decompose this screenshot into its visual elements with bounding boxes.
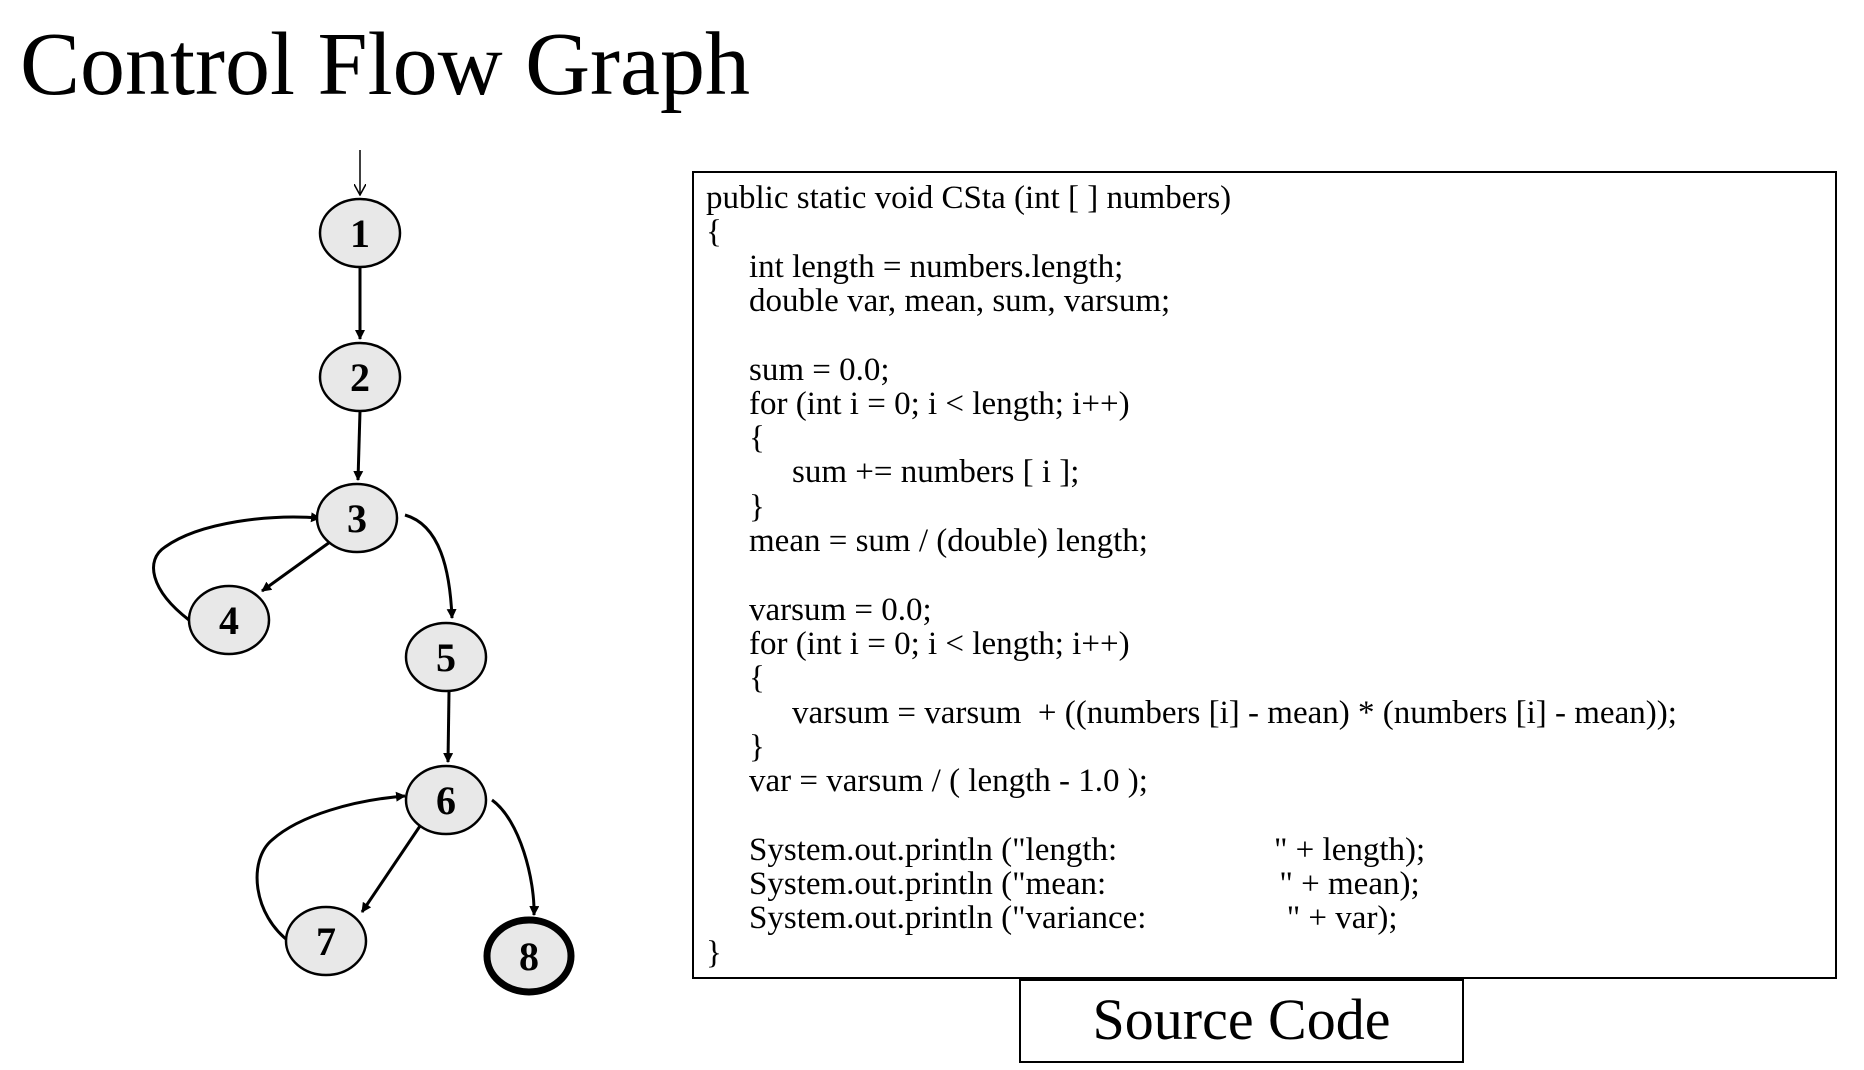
code-line: { [749, 660, 765, 697]
edge-3-to-4 [261, 540, 331, 593]
node-circle [404, 764, 488, 836]
node-label: 3 [347, 496, 367, 541]
edge-6-to-8 [491, 798, 540, 916]
code-line: varsum = varsum + ((numbers [i] - mean) … [792, 694, 1677, 731]
edge-5-to-6 [443, 691, 454, 763]
code-line: for (int i = 0; i < length; i++) [749, 625, 1130, 662]
code-line: double var, mean, sum, varsum; [749, 282, 1171, 319]
node-label: 1 [350, 211, 370, 256]
node-label: 7 [316, 919, 336, 964]
node-label: 6 [436, 778, 456, 823]
control-flow-graph: 1 2 3 4 5 6 7 8 [152, 150, 575, 996]
node-label: 2 [350, 355, 370, 400]
code-line: public static void CSta (int [ ] numbers… [706, 180, 1232, 216]
edge-6-to-7 [360, 825, 422, 913]
edge-3-to-5 [404, 513, 457, 619]
node-circle [187, 584, 271, 656]
graph-node-6: 6 [404, 764, 488, 836]
code-line: int length = numbers.length; [749, 248, 1124, 285]
code-line: } [749, 488, 765, 525]
code-line: var = varsum / ( length - 1.0 ); [749, 763, 1148, 800]
graph-node-2: 2 [318, 341, 402, 413]
graph-node-3: 3 [315, 482, 399, 554]
code-line: { [749, 420, 765, 457]
code-line: sum = 0.0; [749, 351, 890, 388]
node-label: 8 [519, 934, 539, 979]
source-code-caption: Source Code [1019, 979, 1464, 1063]
code-line: System.out.println ("length: " + length)… [749, 831, 1426, 868]
code-line: System.out.println ("variance: " + var); [749, 900, 1398, 937]
edge-7-to-6 [255, 791, 406, 945]
edge-4-to-3 [152, 512, 321, 622]
code-line: } [749, 728, 765, 765]
edge-2-to-3 [353, 410, 364, 481]
node-label: 5 [436, 635, 456, 680]
code-line: } [706, 934, 722, 971]
node-circle [284, 905, 368, 977]
page-title: Control Flow Graph [20, 15, 750, 114]
node-circle [318, 197, 402, 269]
code-line: for (int i = 0; i < length; i++) [749, 385, 1130, 422]
node-circle [315, 482, 399, 554]
graph-node-7: 7 [284, 905, 368, 977]
code-line: sum += numbers [ i ]; [792, 454, 1080, 491]
graph-node-1: 1 [318, 197, 402, 269]
node-circle [318, 341, 402, 413]
graph-node-5: 5 [404, 621, 488, 693]
node-circle [404, 621, 488, 693]
node-label: 4 [219, 598, 239, 643]
graph-node-4: 4 [187, 584, 271, 656]
code-line: varsum = 0.0; [749, 591, 932, 628]
code-line: System.out.println ("mean: " + mean); [749, 866, 1420, 902]
source-code-box: public static void CSta (int [ ] numbers… [692, 171, 1837, 979]
exit-node-circle [483, 916, 575, 996]
code-line: { [706, 214, 722, 251]
graph-node-8: 8 [483, 916, 575, 996]
code-line: mean = sum / (double) length; [749, 523, 1148, 559]
